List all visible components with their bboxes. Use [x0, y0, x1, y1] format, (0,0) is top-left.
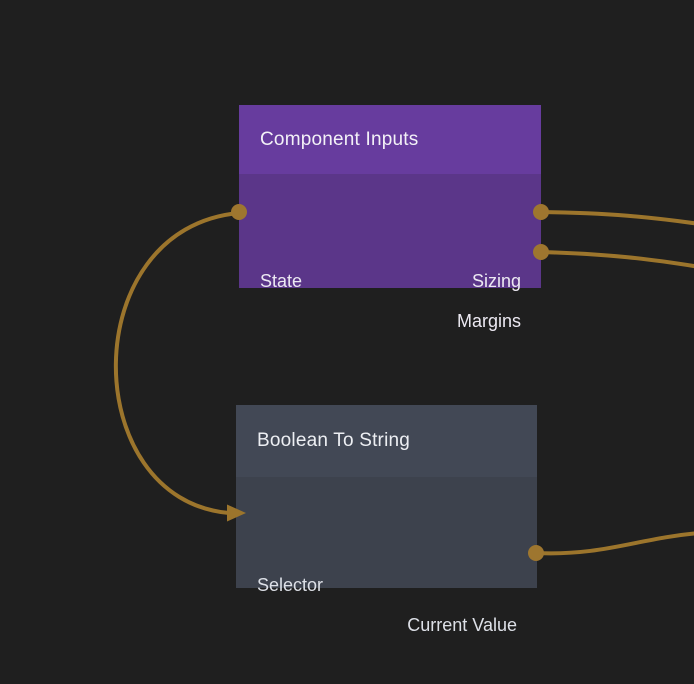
port-label-margins: Margins	[456, 311, 521, 331]
node-title: Boolean To String	[257, 430, 411, 451]
wire-state-to-selector[interactable]	[113, 211, 240, 515]
wire-margins-out[interactable]	[540, 250, 694, 269]
node-boolean-to-string-body: Selector Current Value	[236, 477, 537, 635]
node-component-inputs[interactable]: Component Inputs State Sizing Margins	[239, 105, 541, 331]
node-boolean-to-string[interactable]: Boolean To String Selector Current Value	[236, 405, 537, 635]
wire-current-value-out[interactable]	[535, 531, 694, 556]
port-label-selector: Selector	[257, 575, 324, 595]
node-component-inputs-body: State Sizing Margins	[239, 174, 541, 331]
node-component-inputs-header[interactable]: Component Inputs	[239, 105, 541, 174]
node-boolean-to-string-header[interactable]: Boolean To String	[236, 405, 537, 477]
port-label-sizing: Sizing	[471, 271, 521, 291]
port-label-state: State	[260, 271, 303, 291]
port-label-current-value: Current Value	[407, 615, 517, 635]
node-title: Component Inputs	[260, 128, 419, 150]
wire-sizing-out[interactable]	[540, 210, 694, 226]
